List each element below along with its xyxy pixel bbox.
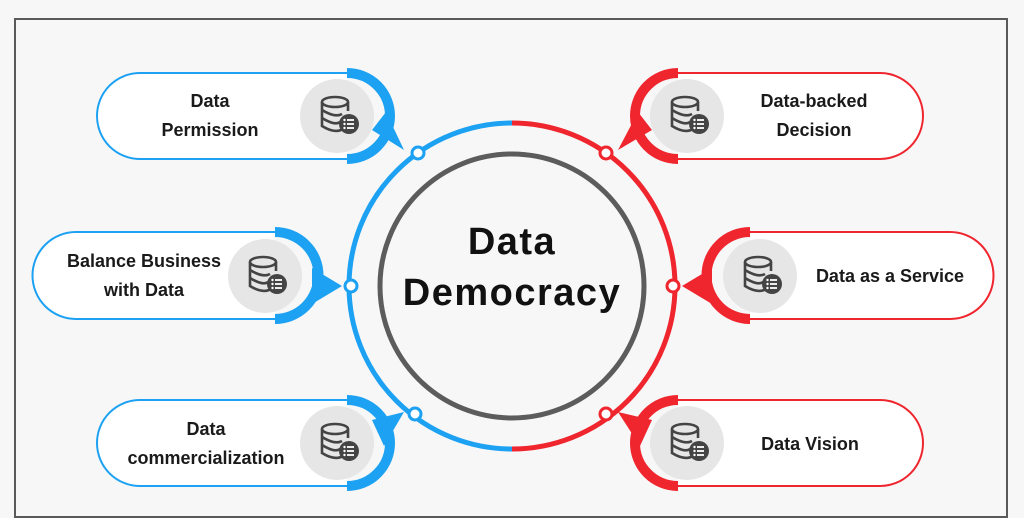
node-red-mid (665, 278, 681, 294)
item-data-vision (618, 395, 924, 491)
label-data-permission: Data Permission (110, 80, 310, 152)
pill-pointer (372, 112, 404, 150)
pill-outline (96, 399, 347, 487)
pill-pointer (312, 268, 342, 304)
label-data-backed-decision: Data-backed Decision (714, 80, 914, 152)
badge-database-list-icon (228, 239, 302, 313)
item-data-commercialization (96, 395, 404, 491)
label-line: Data (190, 91, 230, 111)
item-data-as-a-service (682, 227, 995, 324)
center-title: Data Democracy (392, 218, 632, 320)
pill-outline (750, 231, 995, 320)
pill-pointer (372, 412, 404, 446)
pill-pointer (682, 268, 712, 304)
node-blue-top (410, 145, 426, 161)
node-blue-bottom (407, 406, 423, 422)
badge-database-list-icon (300, 79, 374, 153)
pill-outline (678, 72, 924, 160)
label-line: Balance Business (66, 251, 222, 271)
node-red-top (598, 145, 614, 161)
pill-accent-arc (630, 395, 679, 491)
label-line: Data-backed (760, 91, 868, 111)
node-red-bottom (598, 406, 614, 422)
label-line: Data as a Service (815, 265, 965, 286)
diagram-stage: Data Democracy Data Permission Balance B… (14, 18, 1008, 518)
title-line-2: Democracy (402, 272, 622, 314)
label-data-vision: Data Vision (710, 408, 910, 480)
database-list-icon (670, 95, 709, 134)
label-line: Permission (161, 120, 259, 140)
inner-ring (377, 151, 647, 421)
label-line: commercialization (127, 448, 285, 468)
database-list-icon (248, 255, 287, 294)
node-blue-mid (343, 278, 359, 294)
item-data-backed-decision (618, 68, 924, 164)
pill-outline (31, 231, 275, 320)
badge-database-list-icon (650, 79, 724, 153)
database-list-icon (670, 422, 709, 461)
pill-outline (678, 399, 924, 487)
database-list-icon (320, 422, 359, 461)
pill-pointer (618, 412, 652, 446)
badge-database-list-icon (300, 406, 374, 480)
pill-accent-arc (346, 395, 395, 491)
label-data-as-a-service: Data as a Service (790, 240, 990, 312)
pill-outline (96, 72, 347, 160)
badge-database-list-icon (650, 406, 724, 480)
item-data-permission (96, 68, 404, 164)
label-line: Data (186, 419, 226, 439)
database-list-icon (743, 255, 782, 294)
title-line-1: Data (467, 221, 557, 263)
badge-database-list-icon (723, 239, 797, 313)
pill-accent-arc (630, 68, 679, 164)
database-list-icon (320, 95, 359, 134)
pill-pointer (618, 112, 652, 150)
diagram-graphic (31, 68, 995, 491)
label-line: with Data (103, 280, 184, 300)
label-balance-business: Balance Business with Data (44, 240, 244, 312)
item-balance-business (31, 227, 342, 324)
label-line: Data Vision (761, 433, 859, 454)
label-line: Decision (776, 120, 852, 140)
pill-accent-arc (346, 68, 395, 164)
label-data-commercialization: Data commercialization (108, 408, 304, 480)
